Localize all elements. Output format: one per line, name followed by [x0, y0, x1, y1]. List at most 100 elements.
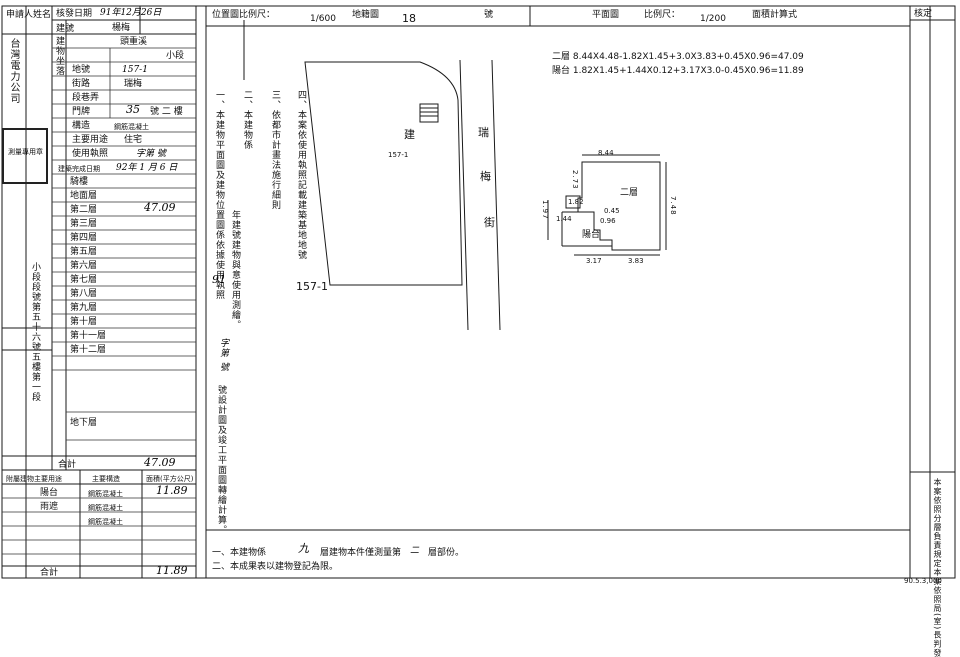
appendage-use-1: 陽台 — [40, 488, 59, 498]
section: 頭重溪 — [120, 37, 148, 47]
house-no: 35 — [126, 103, 140, 116]
balcony-label: 陽台 — [582, 230, 601, 240]
floor-row-10: 第九層 — [70, 303, 98, 313]
checker-label: 核定 — [914, 9, 933, 19]
subsection-label: 小段 — [166, 51, 185, 61]
note-3: 三、依都市計畫法施行細則 — [270, 90, 280, 210]
location-scale-label: 位置圖比例尺： — [212, 10, 276, 20]
floor-row-11: 第十層 — [70, 317, 98, 327]
dim-small-2: 1.44 — [556, 215, 572, 223]
footer-line2: 二、本成果表以建物登記為限。 — [212, 562, 339, 572]
total-label: 合計 — [58, 460, 77, 470]
lot-label-map: 157-1 — [296, 280, 328, 293]
approval-date-label: 核發日期 — [56, 9, 93, 19]
dim-left-2: 1.97 — [541, 200, 549, 220]
street-char-1: 瑞 — [478, 126, 489, 139]
note-1-end: 年建號建物與意使用測繪。 — [230, 210, 240, 330]
street-char-3: 街 — [484, 216, 495, 229]
location-scale: 1/600 — [310, 14, 336, 24]
total-area: 47.09 — [144, 456, 176, 469]
map-sheet-no: 18 — [402, 12, 416, 25]
appendage-use-2: 雨遮 — [40, 502, 59, 512]
appendage-total: 11.89 — [156, 564, 188, 577]
applicant-name: 台灣電力公司 — [8, 38, 19, 104]
permit-value: 字第 號 — [136, 149, 166, 159]
map-sheet-label: 地籍圖 — [352, 10, 380, 20]
note-1: 一、本建物平面圖及建物位置圖係依據使用執照 — [214, 90, 224, 300]
appendage-header-3: 主要構造 — [92, 475, 120, 483]
right-column-text: 本案依照分層負責規定本案依照局(室)長判發 — [933, 478, 942, 657]
lane-label: 段巷弄 — [72, 93, 100, 103]
structure-label: 構造 — [72, 121, 91, 131]
underground-label: 地下層 — [70, 418, 98, 428]
use-value: 住宅 — [124, 135, 143, 145]
appendage-structure-2: 鋼筋混凝土 — [88, 504, 123, 512]
appendage-header-1: 附屬建物 — [6, 475, 34, 483]
corner-code: 90.5.3,000 — [904, 577, 942, 585]
footer-line1-prefix: 一、本建物係 — [212, 548, 267, 558]
floor-row-7: 第六層 — [70, 261, 98, 271]
lot-label: 地號 — [72, 65, 91, 75]
dim-right: 7.48 — [669, 196, 677, 216]
appendage-total-label: 合計 — [40, 568, 59, 578]
footer-floor: 二 — [410, 546, 420, 556]
note-4: 四、本案依使用執照記載建築基地地號 — [296, 90, 306, 260]
floor-row-13: 第十二層 — [70, 345, 107, 355]
note-2: 二、本建物係 — [242, 90, 252, 150]
handwritten-permit: 字第 號 — [218, 338, 228, 372]
street-char-2: 梅 — [480, 170, 491, 183]
floor-row-5: 第四層 — [70, 233, 98, 243]
floor-label: 二層 — [620, 188, 639, 198]
town: 楊梅 — [112, 23, 131, 33]
floor-row-2: 地面層 — [70, 191, 98, 201]
floor-row-6: 第五層 — [70, 247, 98, 257]
floor-row-3: 第二層 — [70, 205, 98, 215]
dim-bottom-2: 3.83 — [628, 257, 644, 265]
appendage-structure-3: 鋼筋混凝土 — [88, 518, 123, 526]
survey-stamp: 測量專用章 — [2, 128, 48, 184]
appendage-area-1: 11.89 — [156, 484, 188, 497]
plan-label: 平面圖 — [592, 10, 620, 20]
street-name: 瑞梅 — [124, 79, 143, 89]
completion-date: 92年 1 月 6 日 — [116, 163, 178, 173]
floor-row-4: 第三層 — [70, 219, 98, 229]
floor-row-8: 第七層 — [70, 275, 98, 285]
completion-label: 建築完成日期 — [58, 165, 100, 173]
site-label: 建物坐落 — [54, 36, 64, 76]
house-no-suffix: 號 二 樓 — [150, 107, 183, 117]
street-label: 街路 — [72, 79, 91, 89]
dim-left-1: 2.73 — [571, 170, 579, 190]
dim-small-1: 1.82 — [568, 198, 584, 206]
area-calc-label: 面積計算式 — [752, 10, 798, 20]
note-1-year: 91 — [212, 273, 226, 286]
building-label: 建 — [404, 128, 415, 141]
formula-floor2: 二層 8.44X4.48-1.82X1.45+3.0X3.83+0.45X0.9… — [552, 52, 804, 62]
plan-scale-label: 比例尺： — [644, 10, 681, 20]
applicant-label: 申請人姓名 — [6, 10, 52, 20]
appendage-structure-1: 鋼筋混凝土 — [88, 490, 123, 498]
note-tail: 號設計圖及竣工平面圖轉繪計算。 — [216, 385, 226, 535]
lot-number: 157-1 — [122, 65, 148, 75]
house-no-label: 門牌 — [72, 107, 91, 117]
floor-row-1: 騎樓 — [70, 177, 89, 187]
approval-date: 91年12月26日 — [100, 8, 162, 18]
side-text: 小段段號第五十六號五樓第一段 — [30, 262, 40, 402]
footer-line1-mid: 層建物本件僅測量第 — [320, 548, 402, 558]
sheet-suffix: 號 — [484, 10, 494, 20]
form-grid — [1, 5, 956, 579]
floor-row-12: 第十一層 — [70, 331, 107, 341]
dim-bottom-1: 3.17 — [586, 257, 602, 265]
use-label: 主要用途 — [72, 135, 109, 145]
permit-label: 使用執照 — [72, 149, 109, 159]
plan-scale: 1/200 — [700, 14, 726, 24]
second-floor-area: 47.09 — [144, 201, 176, 214]
dim-small-4: 0.96 — [600, 217, 616, 225]
building-no-label: 建號 — [56, 24, 75, 34]
dim-small-3: 0.45 — [604, 207, 620, 215]
formula-balcony: 陽台 1.82X1.45+1.44X0.12+3.17X3.0-0.45X0.9… — [552, 66, 804, 76]
floor-row-9: 第八層 — [70, 289, 98, 299]
structure-value: 鋼筋混凝土 — [114, 123, 149, 131]
dim-top: 8.44 — [598, 149, 614, 157]
footer-floors: 九 — [298, 542, 309, 555]
footer-line1-end: 層部份。 — [428, 548, 465, 558]
